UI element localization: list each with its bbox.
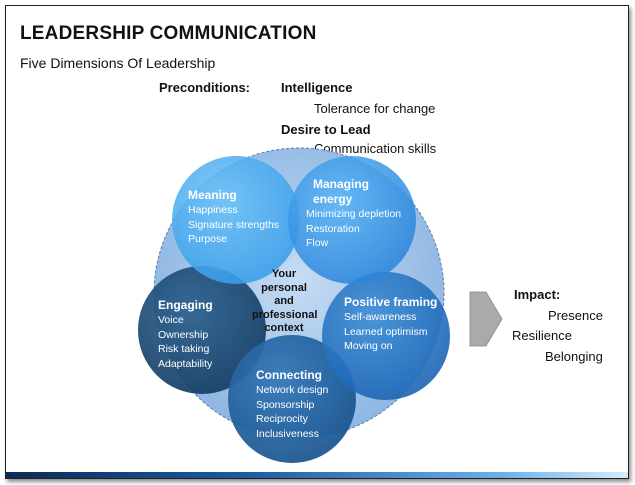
dimension-managing-energy: Managing energy Minimizing depletion Res…	[306, 177, 424, 251]
impact-item-presence: Presence	[548, 308, 603, 323]
circle-connecting	[228, 335, 356, 463]
dimension-item: Adaptability	[158, 357, 213, 370]
dimension-item: Learned optimism	[344, 325, 428, 338]
dimension-title: Engaging	[158, 298, 213, 312]
center-line: Your	[271, 268, 297, 280]
bottom-accent-bar	[6, 472, 628, 478]
dimension-item: Risk taking	[158, 343, 210, 355]
precondition-item-communication: Communication skills	[314, 141, 437, 156]
dimension-item: Reciprocity	[256, 413, 308, 425]
dimension-item: Moving on	[344, 340, 393, 352]
impact-arrow	[469, 291, 503, 347]
circle-positive-framing	[322, 272, 450, 400]
dimension-meaning: Meaning Happiness Signature strengths Pu…	[188, 188, 308, 247]
circle-engaging	[138, 266, 266, 394]
dimension-title: Managing energy	[313, 177, 369, 206]
center-line: personal	[261, 281, 307, 294]
five-dimensions-diagram	[138, 147, 503, 463]
dimension-item: Restoration	[306, 222, 360, 235]
dimension-connecting: Connecting Network design Sponsorship Re…	[256, 368, 356, 441]
circle-meaning	[172, 156, 300, 284]
dimension-item: Voice	[158, 314, 184, 326]
precondition-heading-intelligence: Intelligence	[281, 80, 353, 95]
dimension-title: Connecting	[256, 368, 322, 382]
impact-item-resilience: Resilience	[512, 328, 572, 343]
dimension-engaging: Engaging Voice Ownership Risk taking Ada…	[158, 298, 248, 371]
dimension-item: Sponsorship	[256, 398, 315, 411]
dimension-item: Minimizing depletion	[306, 208, 402, 220]
dimension-item: Self-awareness	[344, 311, 417, 323]
dimension-item: Signature strengths	[188, 218, 280, 231]
dimension-item: Flow	[306, 237, 329, 249]
dimension-item: Network design	[256, 384, 329, 396]
circle-managing-energy	[288, 156, 416, 284]
dimension-item: Purpose	[188, 233, 228, 245]
impact-item-belonging: Belonging	[545, 349, 603, 364]
precondition-item-tolerance: Tolerance for change	[314, 101, 436, 116]
dimension-item: Happiness	[188, 204, 238, 216]
dimension-item: Ownership	[158, 328, 209, 341]
dimension-positive-framing: Positive framing Self-awareness Learned …	[344, 295, 449, 354]
center-context-text: Your personal and professional context	[252, 268, 318, 336]
dimension-title: Positive framing	[344, 295, 438, 309]
center-line: and	[274, 295, 294, 307]
center-line: professional	[252, 308, 318, 321]
center-line: context	[264, 322, 304, 334]
slide-frame: LEADERSHIP COMMUNICATION Five Dimensions…	[5, 5, 629, 479]
dimension-title: Meaning	[188, 188, 237, 202]
impact-label: Impact:	[514, 287, 561, 302]
precondition-heading-desire: Desire to Lead	[281, 122, 371, 137]
slide-subtitle: Five Dimensions Of Leadership	[20, 55, 216, 71]
dimension-item: Inclusiveness	[256, 427, 320, 440]
slide-title: LEADERSHIP COMMUNICATION	[20, 23, 317, 44]
preconditions-label: Preconditions:	[159, 80, 251, 95]
